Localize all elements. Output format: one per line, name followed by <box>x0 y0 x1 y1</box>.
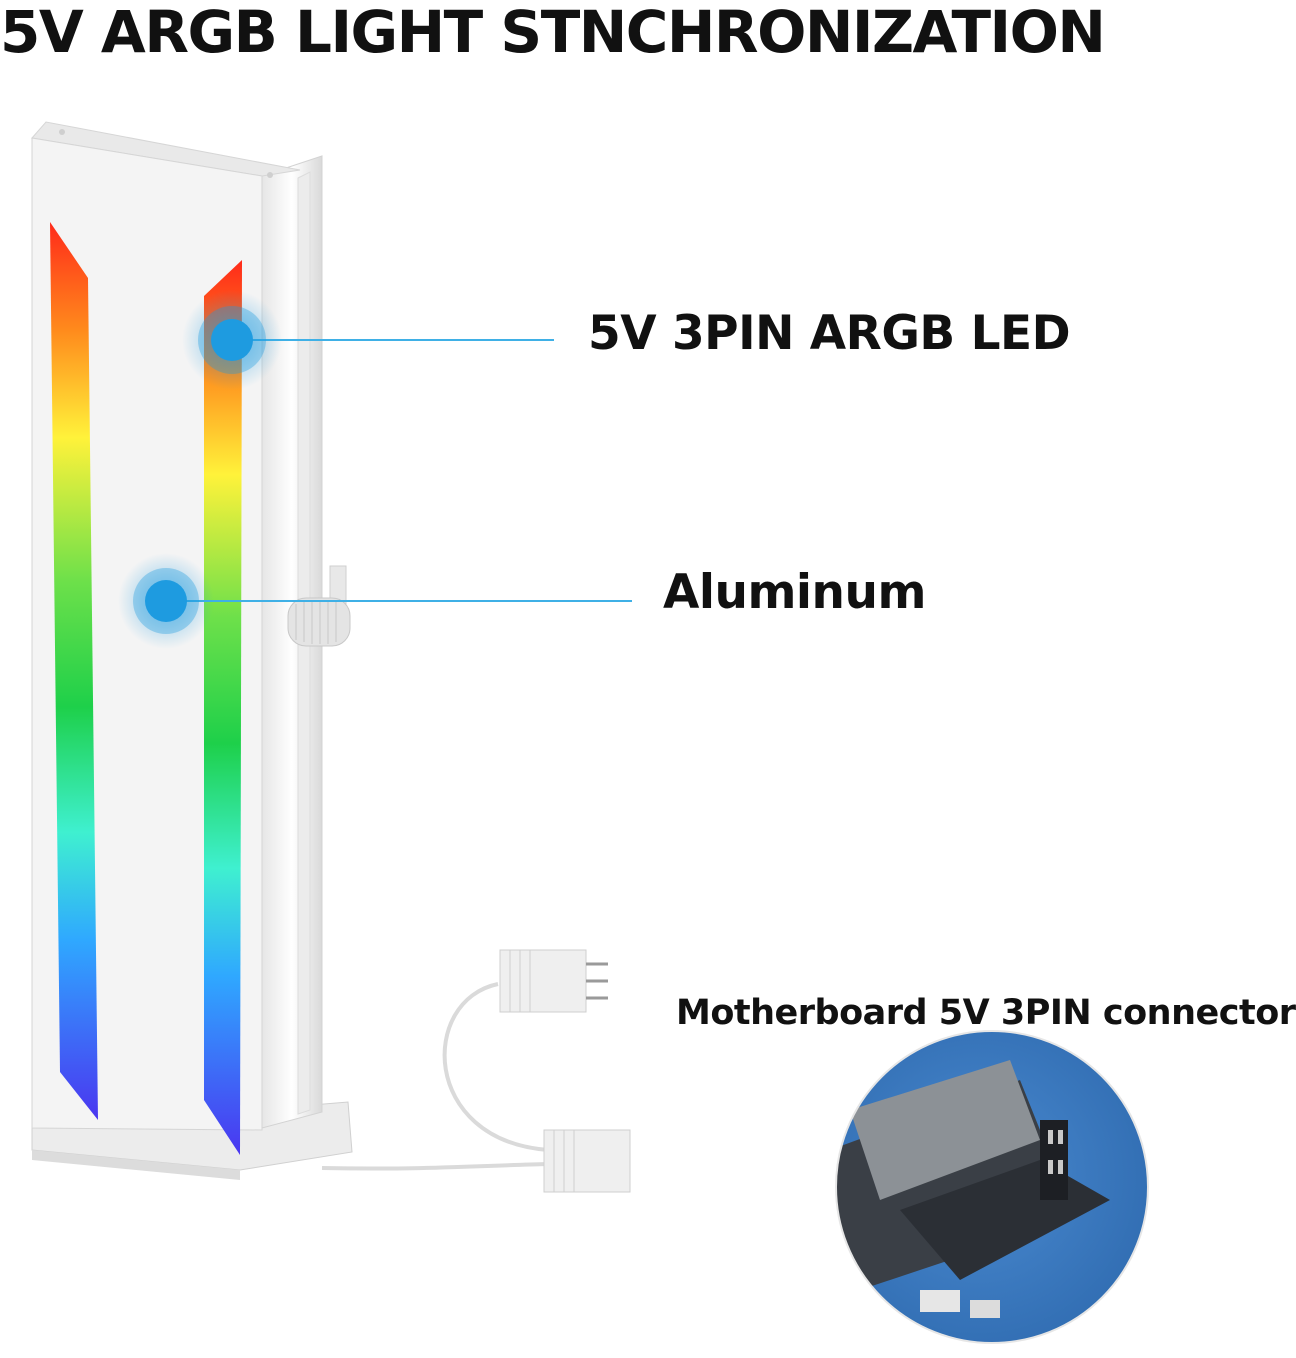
rgb-led-strip-right <box>204 260 242 1155</box>
callout-material-marker <box>118 553 632 649</box>
callout-led-marker <box>182 290 554 390</box>
callout-led-label: 5V 3PIN ARGB LED <box>588 306 1071 361</box>
page-title: 5V ARGB LIGHT STNCHRONIZATION <box>0 0 1106 66</box>
argb-cable <box>321 982 549 1171</box>
rgb-led-strip-left <box>50 222 98 1120</box>
argb-connector-top <box>499 949 608 1013</box>
callout-material-label: Aluminum <box>663 565 926 620</box>
motherboard-connector-photo <box>835 1030 1149 1344</box>
argb-connector-bottom <box>543 1129 631 1193</box>
callout-connector-label: Motherboard 5V 3PIN connector <box>676 993 1296 1033</box>
thumb-screw <box>287 565 351 647</box>
